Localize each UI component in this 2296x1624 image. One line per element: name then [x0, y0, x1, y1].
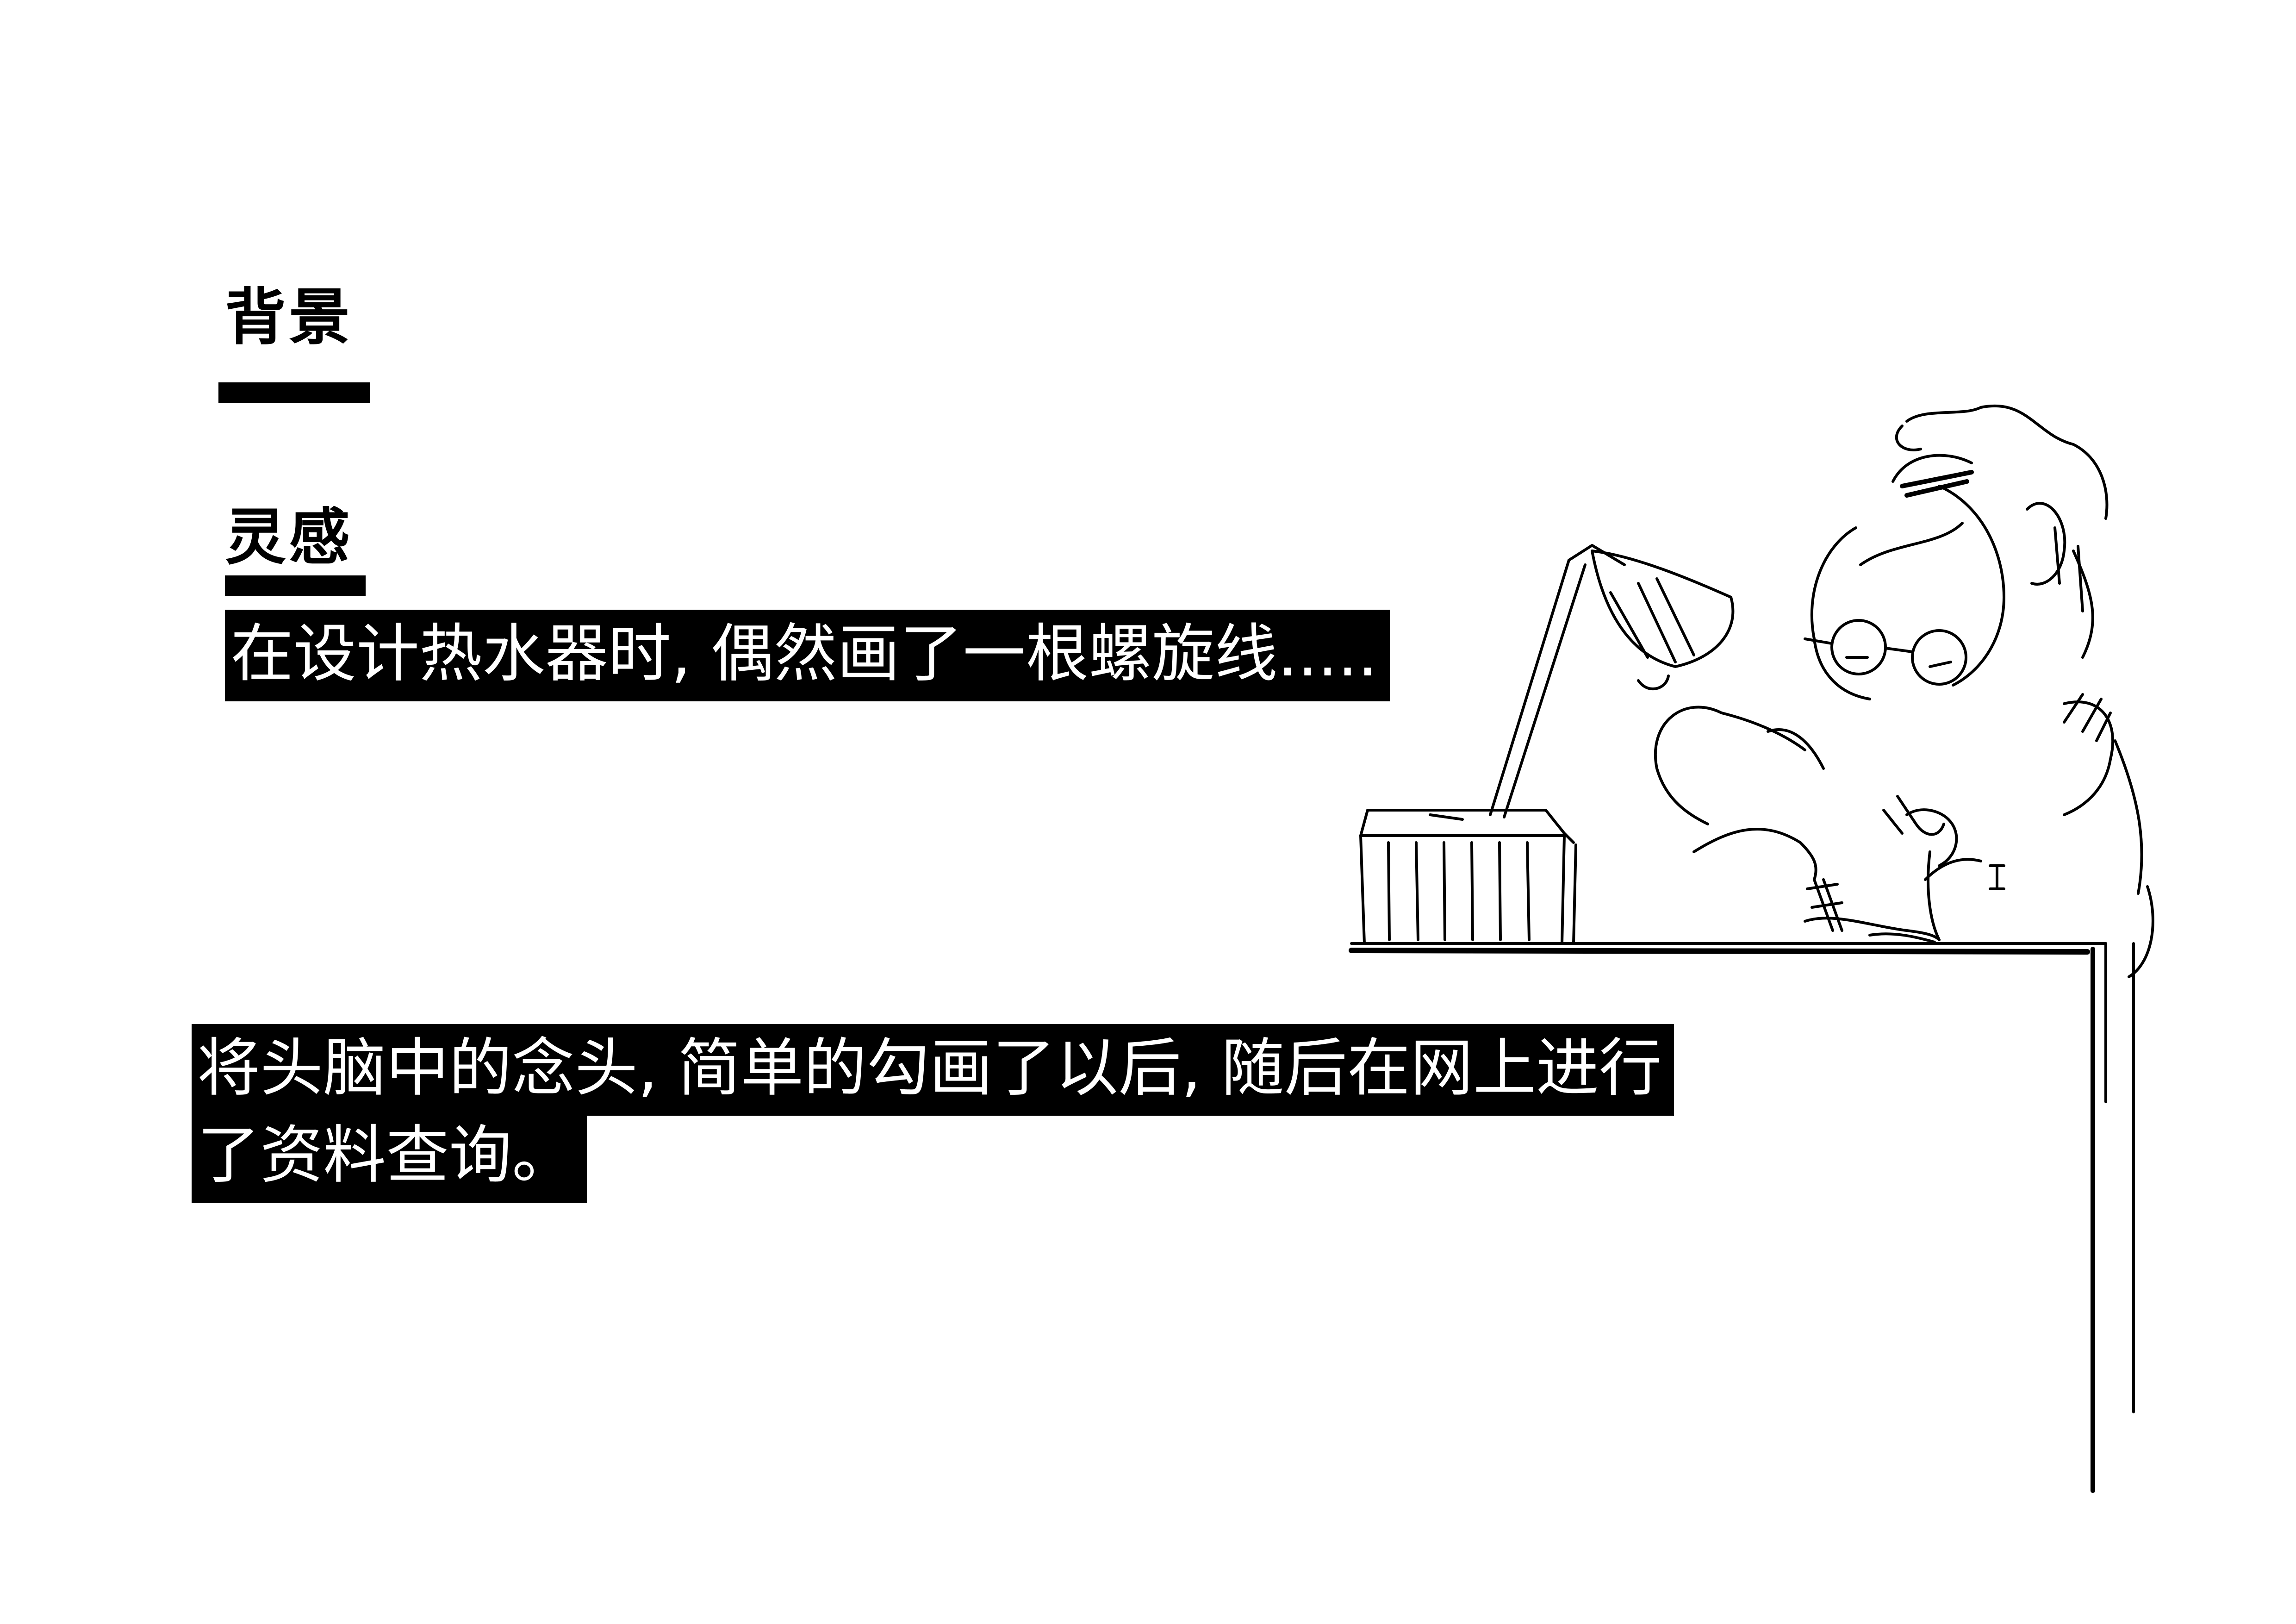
- caption-research-line-1: 将头脑中的念头, 简单的勾画了以后, 随后在网上进行: [192, 1024, 1674, 1116]
- designer-sketch-illustration: [1349, 404, 2154, 1493]
- sub-heading: 灵感: [225, 502, 353, 573]
- lamp-sketch: [1489, 544, 1735, 818]
- caption-inspiration: 在设计热水器时, 偶然画了一根螺旋线.....: [225, 610, 1390, 701]
- person-sketch: [1654, 404, 2143, 943]
- box-sketch: [1359, 809, 1577, 945]
- desk: [1349, 885, 2154, 1493]
- section-heading-underline: [218, 382, 370, 403]
- sub-heading-underline: [225, 575, 366, 596]
- caption-research-line-2: 了资料查询。: [192, 1111, 587, 1203]
- section-heading: 背景: [225, 282, 353, 353]
